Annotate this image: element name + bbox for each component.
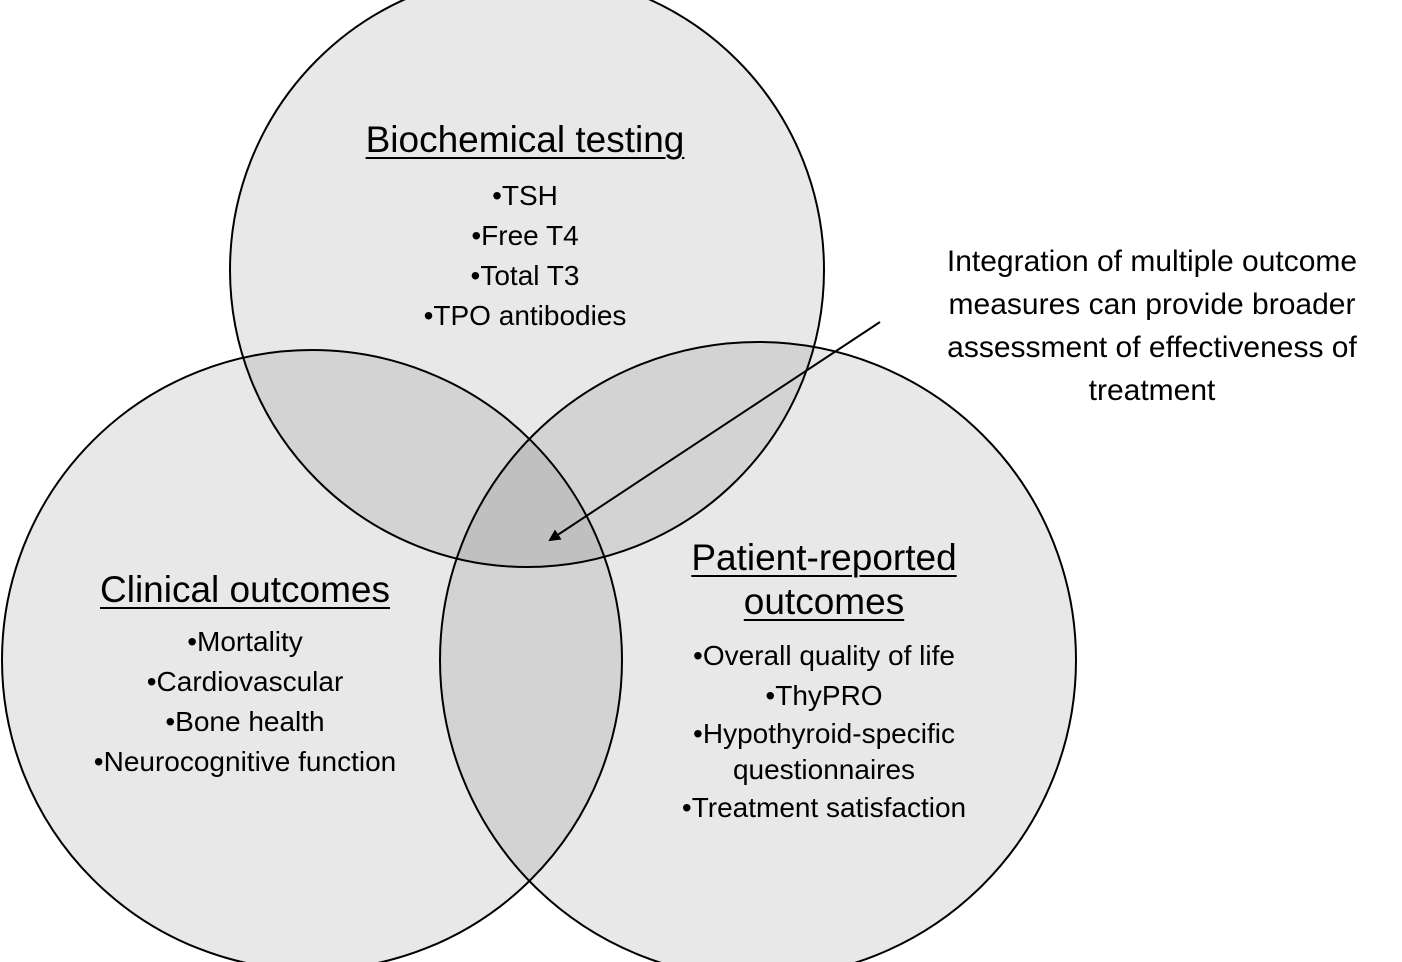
list-item: Neurocognitive function [45,742,445,782]
annotation-line-2: measures can provide broader [948,288,1356,321]
patient-title: Patient-reported outcomes [624,536,1024,624]
annotation-arrow [548,321,881,542]
annotation-line-3: assessment of effectiveness of [947,331,1357,364]
list-item: ThyPRO [624,676,1024,716]
patient-title-line-2: outcomes [743,581,905,622]
clinical-label-block: Clinical outcomes Mortality Cardiovascul… [45,568,445,782]
patient-title-line-1: Patient-reported [691,537,957,578]
list-item: Total T3 [325,256,725,296]
annotation-line-1: Integration of multiple outcome [946,245,1358,278]
list-item: Mortality [45,622,445,662]
biochemical-label-block: Biochemical testing TSH Free T4 Total T3… [325,118,725,336]
annotation-text: Integration of multiple outcome measures… [902,240,1402,412]
list-item: Cardiovascular [45,662,445,702]
patient-item-list: Overall quality of life ThyPRO Hypothyro… [624,636,1024,828]
list-item: Treatment satisfaction [624,788,1024,828]
list-item: TSH [325,176,725,216]
list-item: Bone health [45,702,445,742]
biochemical-item-list: TSH Free T4 Total T3 TPO antibodies [325,176,725,336]
biochemical-title: Biochemical testing [365,119,685,160]
list-item: Free T4 [325,216,725,256]
patient-label-block: Patient-reported outcomes Overall qualit… [624,536,1024,828]
annotation-line-4: treatment [1088,374,1216,407]
clinical-circle [1,349,623,962]
list-item: TPO antibodies [325,296,725,336]
clinical-item-list: Mortality Cardiovascular Bone health Neu… [45,622,445,782]
clinical-title: Clinical outcomes [100,569,390,610]
biochemical-circle [229,0,825,568]
list-item: Overall quality of life [624,636,1024,676]
list-item-continuation: questionnaires [732,754,916,785]
